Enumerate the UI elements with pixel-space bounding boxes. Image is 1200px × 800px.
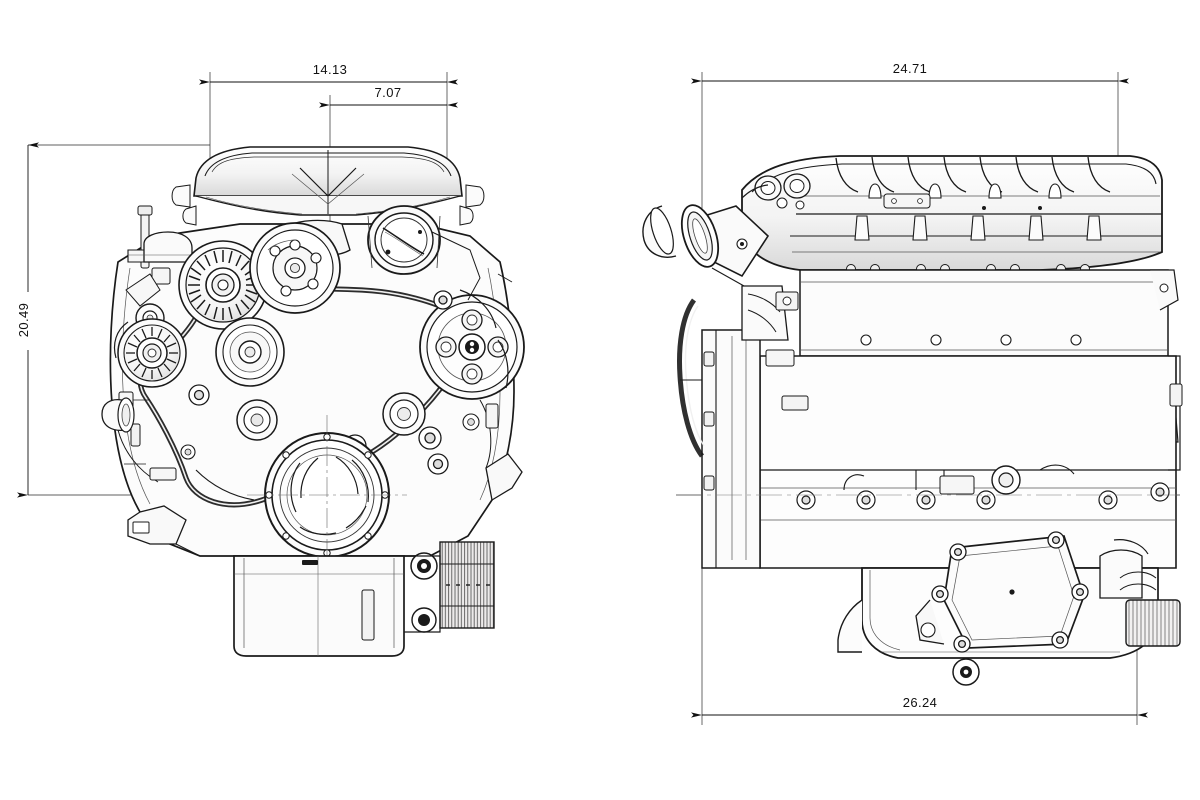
throttle-body <box>367 205 441 275</box>
oil-cooler <box>404 541 495 633</box>
dim-label-bg-4 <box>880 59 940 77</box>
throttle-body-elbow <box>642 204 770 287</box>
front-left-accessories <box>125 205 193 307</box>
starter-motor <box>1099 539 1181 647</box>
cylinder-block-side <box>759 355 1177 569</box>
dim-label-bg-5 <box>890 693 950 711</box>
dimension-label-24-71: 24.71 <box>893 61 928 76</box>
valve-cover <box>799 269 1169 357</box>
accessory-drive <box>117 222 525 575</box>
alternator-pulley <box>178 240 268 330</box>
dim-label-bg-3 <box>19 292 37 350</box>
front-mount-bracket-right <box>485 453 523 502</box>
side-rear-details <box>1150 269 1183 471</box>
intake-manifold <box>171 146 485 226</box>
front-cover-bosses <box>741 173 811 210</box>
crankshaft-damper <box>247 415 407 575</box>
side-view-dimensions: 24.71 26.24 <box>691 59 1148 718</box>
dimension-label-20-49: 20.49 <box>16 303 31 338</box>
engine-front-view: 14.13 7.07 20.49 <box>16 60 525 657</box>
dimension-label-7-07: 7.07 <box>375 85 402 100</box>
tensioner-pulley-left <box>117 318 187 388</box>
idler-pulley-right <box>382 392 426 436</box>
dimension-label-26-24: 26.24 <box>903 695 938 710</box>
bell-housing <box>233 555 405 657</box>
idler-pulley-mid <box>215 317 285 387</box>
dimension-label-14-13: 14.13 <box>313 62 348 77</box>
dim-label-bg-2 <box>362 83 414 101</box>
dim-label-bg-1 <box>300 60 360 78</box>
side-front-accessories <box>741 285 809 411</box>
intake-manifold-side <box>741 155 1163 271</box>
front-hoses <box>113 289 509 501</box>
engine-side-view: 24.71 26.24 <box>642 59 1183 725</box>
front-mount-bracket <box>127 505 201 557</box>
oil-filter-housing <box>915 531 1089 686</box>
water-pump-inlet <box>101 397 135 433</box>
bellhousing-flange-side <box>677 298 761 569</box>
front-engine-assembly <box>101 146 525 657</box>
front-view-dimensions: 14.13 7.07 20.49 <box>16 60 458 498</box>
power-steering-pulley <box>419 294 525 400</box>
side-engine-assembly <box>642 155 1183 686</box>
idler-pulley-lower-left <box>236 399 278 441</box>
water-pump-pulley <box>249 222 341 314</box>
